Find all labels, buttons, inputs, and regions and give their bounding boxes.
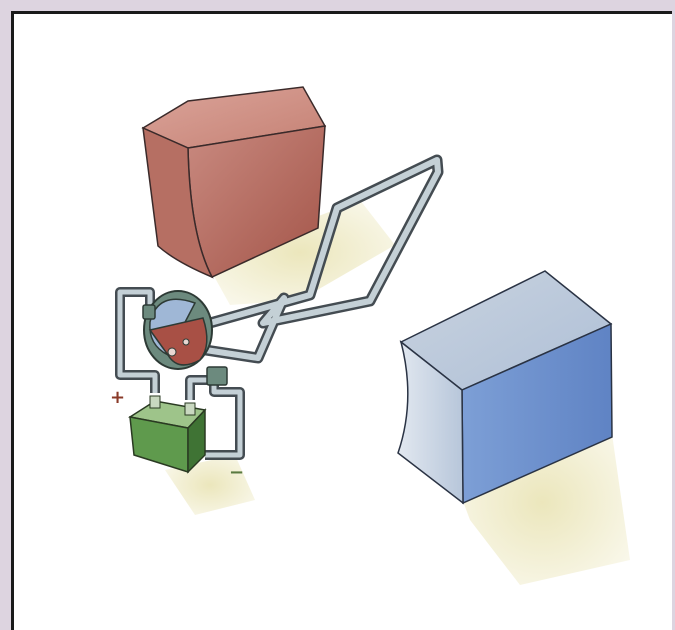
battery-wires <box>115 287 245 460</box>
battery-icon <box>128 395 207 474</box>
magnet-north-pole-icon <box>141 86 327 279</box>
armature-coil-icon <box>193 154 444 364</box>
magnet-south-pole-icon <box>397 270 613 505</box>
negative-terminal-label: − <box>229 462 244 483</box>
positive-terminal-label: + <box>110 387 125 408</box>
commutator-icon <box>142 290 228 386</box>
